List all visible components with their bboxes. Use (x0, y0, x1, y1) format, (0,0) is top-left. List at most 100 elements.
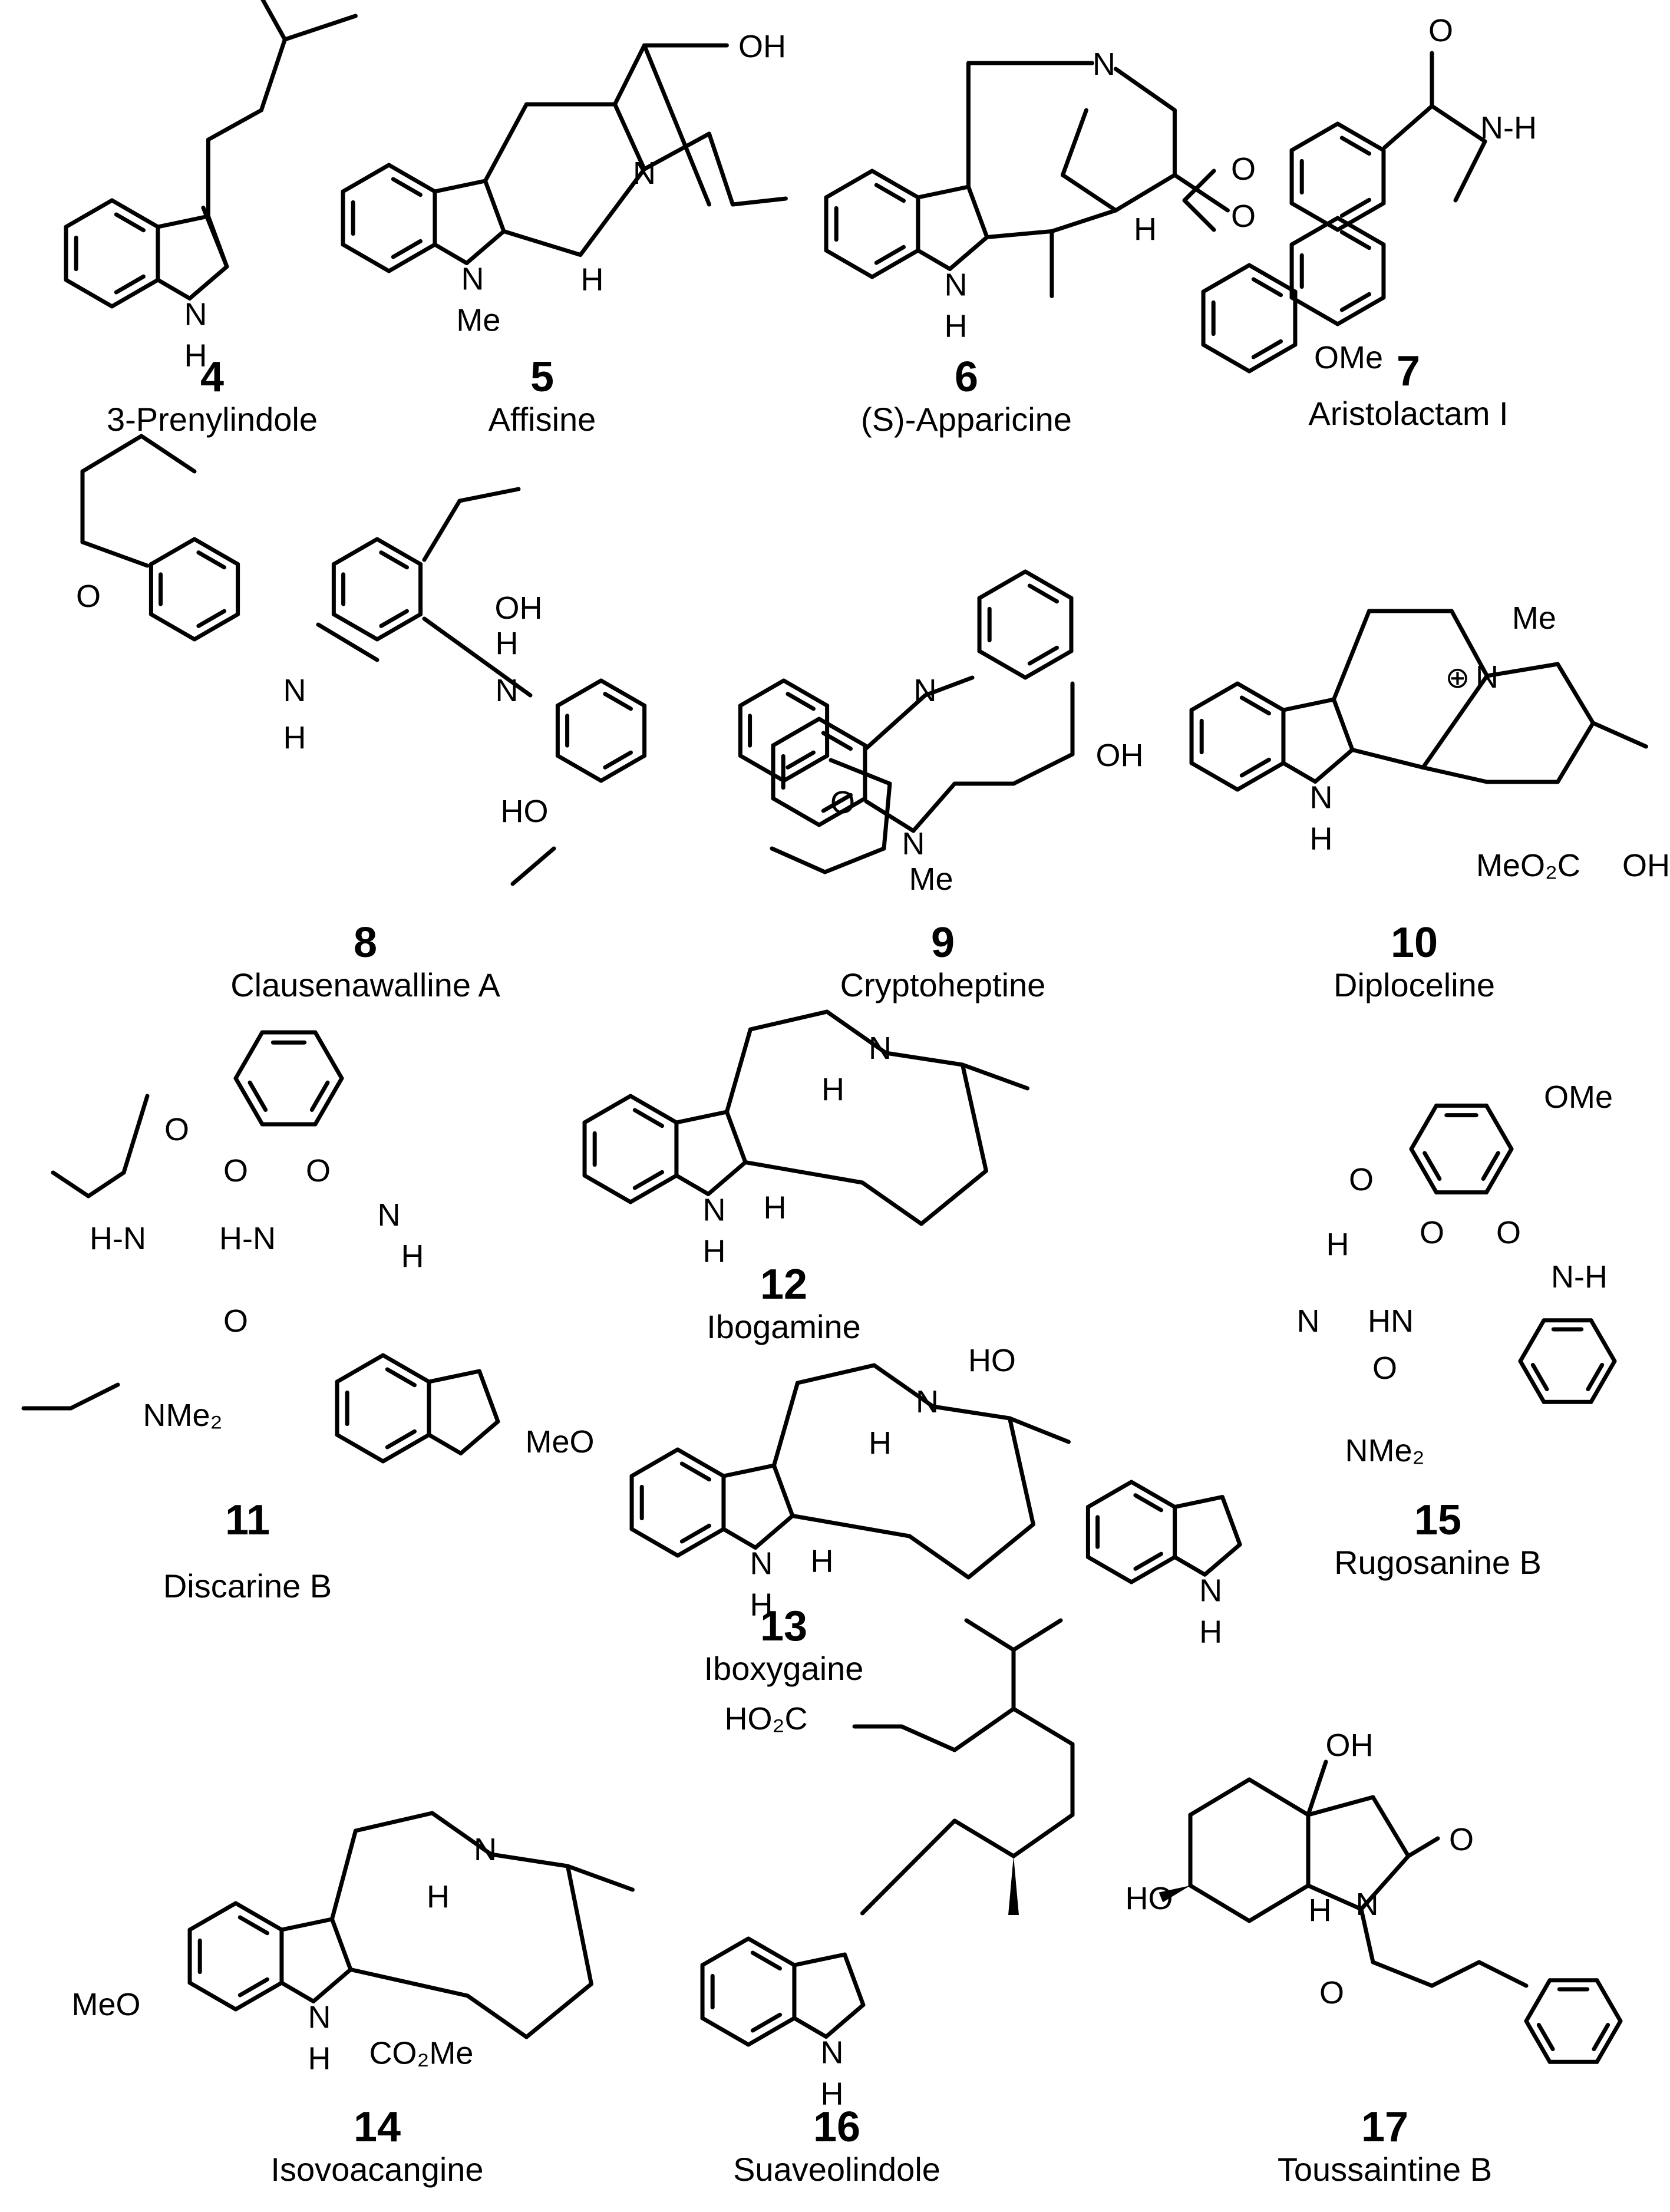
compound-13 (675, 1527, 726, 1558)
double-bond (750, 2012, 782, 2033)
bond (829, 758, 892, 786)
bond (642, 43, 711, 207)
bond (642, 131, 711, 171)
oxygen-label: O (1420, 1215, 1444, 1250)
compound-15-caption: 15 Rugosanine B (1237, 1497, 1638, 1582)
bond (960, 1062, 988, 1173)
hydroxyl-label: OH (1096, 738, 1144, 773)
compound-number: 11 (225, 1497, 270, 1544)
compound-number: 5 (530, 354, 555, 401)
compound-13-caption: 13 Iboxygaine (583, 1603, 984, 1688)
bond (68, 1382, 120, 1411)
hydrogen-label: H (944, 309, 967, 344)
nitrogen-label: N (820, 2035, 843, 2071)
compound-name: 3-Prenylindole (107, 401, 318, 438)
nitrogen-label: N (944, 268, 967, 303)
amide-label: N-H (1551, 1259, 1608, 1295)
bond (985, 229, 1054, 239)
compound-15-ring-b (1589, 1359, 1617, 1404)
bond (422, 616, 533, 698)
compound-14 (233, 1980, 284, 2012)
bond (1555, 662, 1595, 725)
double-bond (1251, 277, 1283, 298)
compound-8-ring-b (375, 537, 423, 566)
bond (578, 167, 646, 257)
compound-name: Toussaintine B (1277, 2151, 1493, 2188)
nitrogen-label: N (1199, 1573, 1222, 1608)
compound-7-ring-c (1247, 263, 1298, 294)
compound-9-ring-a (817, 796, 867, 827)
compound-14-pyrrole (329, 1917, 353, 1972)
compound-9-ring-a (771, 796, 821, 827)
compound-12 (628, 1094, 679, 1125)
compound-5-pyrrole (433, 179, 487, 194)
compound-name: Suaveolindole (733, 2151, 940, 2188)
compound-15-ring-b (1518, 1318, 1546, 1363)
compound-9-ring-b (977, 569, 1028, 600)
bond (730, 196, 788, 207)
double-bond (632, 1108, 664, 1128)
bond (565, 1864, 593, 1986)
compound-15 (1129, 1555, 1177, 1584)
bond (1172, 173, 1230, 213)
compound-13 (629, 1527, 680, 1558)
double-bond (379, 550, 410, 570)
hydrogen-label: H (1309, 1893, 1332, 1928)
oxygen-label: O (1372, 1351, 1397, 1386)
bond (80, 434, 144, 474)
bond (1113, 173, 1177, 213)
amide-label: H-N (219, 1221, 276, 1256)
bond (1421, 765, 1489, 784)
compound-10-pyrrole (1281, 697, 1336, 712)
compound-6-pyrrole (916, 184, 971, 200)
compound-name: Rugosanine B (1334, 1544, 1542, 1581)
compound-4-pyrrole (156, 214, 210, 229)
bond (899, 1724, 957, 1752)
compound-name: Isovoacangine (270, 2151, 484, 2188)
compound-12-caption: 12 Ibogamine (583, 1261, 984, 1346)
nitrogen-label: N (1356, 1887, 1379, 1922)
bond (1007, 1416, 1035, 1527)
compound-number: 12 (760, 1261, 808, 1308)
compound-7-ring-a (1289, 121, 1340, 153)
bond (1359, 1907, 1375, 1965)
bond (1060, 173, 1118, 213)
compound-16 (700, 1936, 751, 1967)
compound-13-pyrrole (771, 1463, 795, 1518)
bond (923, 675, 975, 698)
bond (1011, 1812, 1075, 1858)
double-bond (1133, 1551, 1164, 1571)
bond (1430, 1960, 1481, 1988)
compound-12 (582, 1173, 633, 1204)
hydrogen-label: H (184, 338, 207, 374)
compound-15 (1129, 1480, 1177, 1509)
bond (121, 1094, 150, 1175)
compound-11-ring-a (233, 1076, 265, 1127)
oxygen-label: O (830, 785, 855, 820)
hydrogen-label: H (750, 1587, 773, 1623)
compound-7-caption: 7 Aristolactam I (1208, 348, 1609, 433)
double-bond (1339, 136, 1371, 156)
oxygen-label: O (1231, 151, 1256, 187)
nitrogen-label: N (869, 1031, 892, 1066)
nitrogen-label: N (702, 1193, 725, 1228)
double-bond (1027, 645, 1059, 666)
compound-number: 4 (200, 354, 225, 401)
compound-9-ring-a (817, 717, 867, 748)
hydroxyl-label: OH (738, 29, 786, 64)
compound-6 (870, 248, 920, 279)
compound-11-pyrrole (427, 1369, 481, 1384)
compound-4-pyrrole (187, 265, 229, 301)
bond (770, 846, 827, 874)
compound-4-pyrrole (156, 278, 192, 301)
compound-8-ring-a (148, 537, 197, 566)
bond (1306, 1883, 1364, 1911)
compound-17-ring (1247, 1777, 1311, 1817)
compound-13-pyrrole (753, 1514, 795, 1550)
compound-13-pyrrole (721, 1463, 776, 1478)
double-bond (1339, 230, 1371, 250)
bond (790, 1514, 912, 1539)
bond (952, 1706, 1016, 1752)
dimethylamino-label: NMe₂ (1345, 1433, 1425, 1468)
